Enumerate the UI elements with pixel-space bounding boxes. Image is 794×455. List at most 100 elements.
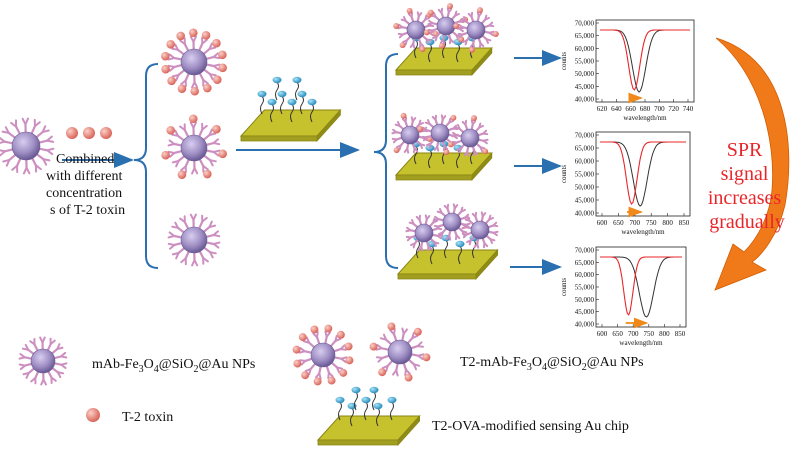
tnp-sub-2: 4 xyxy=(542,362,547,373)
bound-np-2b xyxy=(417,114,459,156)
particle-core xyxy=(11,131,41,161)
toxin-dot xyxy=(293,359,302,368)
x-tick-label: 620 xyxy=(597,105,608,113)
process-line-3: concentration xyxy=(46,186,122,201)
bound-np-3b xyxy=(433,203,471,241)
receptor xyxy=(292,76,302,84)
toxin-dot-2 xyxy=(83,127,95,139)
y-tick-label: 40,000 xyxy=(575,96,595,104)
receptor xyxy=(387,396,397,404)
receptor xyxy=(335,396,345,404)
toxin-dot xyxy=(298,333,307,342)
toxin-dot xyxy=(167,76,176,86)
toxin-dot xyxy=(393,147,400,154)
toxin-dot xyxy=(177,170,187,179)
y-tick-label: 40,000 xyxy=(575,210,595,218)
particle-core xyxy=(470,220,490,240)
toxin-dot xyxy=(419,46,426,53)
toxin-dot xyxy=(447,3,453,10)
x-tick-label: 600 xyxy=(597,219,608,227)
toxin-dot xyxy=(324,324,333,333)
toxin-dot xyxy=(177,84,187,93)
toxin-dot xyxy=(482,148,489,155)
toxin-dot xyxy=(176,31,185,41)
shifted-curve xyxy=(600,29,690,91)
toxin-dot xyxy=(201,31,211,40)
shifted-curve xyxy=(600,256,682,316)
toxin-dot xyxy=(422,353,431,362)
toxin-dot xyxy=(393,23,400,29)
x-tick-label: 640 xyxy=(611,105,622,113)
legend-toxin-nanoparticle-label: T2-mAb-Fe3O4@SiO2@Au NPs xyxy=(460,355,644,373)
toxin-dot xyxy=(447,141,454,148)
process-line-4: s of T-2 toxin xyxy=(50,203,125,218)
toxin-dot xyxy=(203,169,212,179)
toxin-dot xyxy=(400,112,407,119)
particle-core xyxy=(180,226,208,254)
legend-chip-icon xyxy=(316,386,421,447)
toxin-dot xyxy=(439,42,445,49)
legend-toxin-nanoparticle-icon-2 xyxy=(369,322,431,382)
receptor xyxy=(267,98,277,106)
tnp-part-3: @SiO xyxy=(547,355,582,370)
y-tick-label: 65,000 xyxy=(575,32,595,40)
toxin-dot-1 xyxy=(66,127,78,139)
spr-annotation: SPR signal increases gradually xyxy=(708,139,786,233)
y-tick-label: 65,000 xyxy=(575,145,595,153)
legend-nanoparticle-label: mAb-Fe3O4@SiO2@Au NPs xyxy=(92,357,255,375)
np-part-1: mAb-Fe xyxy=(92,357,139,372)
bound-np-2c xyxy=(447,115,489,157)
toxin-dot xyxy=(292,345,301,354)
np-sub-2: 4 xyxy=(154,364,159,375)
right-arrows xyxy=(510,50,562,275)
toxin-dot xyxy=(310,325,319,334)
nanoparticles xyxy=(0,3,499,422)
receptor xyxy=(272,76,282,84)
toxin-dot xyxy=(188,28,198,38)
spr-line-1: SPR xyxy=(727,139,763,161)
toxin-dot xyxy=(327,376,336,385)
toxin-dot xyxy=(399,42,406,49)
receptor xyxy=(277,90,287,98)
increase-arrow xyxy=(714,37,790,291)
particle-core xyxy=(406,20,426,40)
toxin-dot xyxy=(417,126,424,132)
legend-toxin-icon xyxy=(86,408,100,422)
y-tick-label: 45,000 xyxy=(575,197,595,205)
receptor xyxy=(351,386,361,394)
particle-core xyxy=(466,20,486,40)
tnp-sub-3: 2 xyxy=(582,362,587,373)
high-toxin-nanoparticle xyxy=(161,28,227,96)
toxin-dot xyxy=(218,50,227,60)
x-tick-label: 720 xyxy=(668,105,679,113)
toxin-dot xyxy=(213,75,222,84)
legend-toxin-nanoparticle-icon-1 xyxy=(292,324,354,386)
toxin-dot xyxy=(450,114,457,121)
x-tick-label: 700 xyxy=(630,219,641,227)
receptor xyxy=(369,386,379,394)
particle-core xyxy=(436,16,456,36)
particle-core xyxy=(30,348,56,374)
y-tick-label: 50,000 xyxy=(575,70,595,78)
legend-chip-label: T2-OVA-modified sensing Au chip xyxy=(432,419,629,434)
chip-high-toxin xyxy=(394,34,493,77)
process-line-2: with different xyxy=(46,169,122,184)
y-tick-label: 45,000 xyxy=(575,83,595,91)
receptor xyxy=(287,98,297,106)
receptor xyxy=(307,98,317,106)
particle-core xyxy=(400,125,420,145)
toxin-dot xyxy=(166,126,175,135)
toxin-dot xyxy=(313,377,322,386)
x-tick-label: 750 xyxy=(644,330,655,338)
toxin-dot xyxy=(378,368,387,377)
particle-core xyxy=(460,128,480,148)
spectrum-mid-toxin: 70,00065,00060,00055,00050,00045,00040,0… xyxy=(560,132,691,236)
toxin-dot xyxy=(203,83,212,93)
toxin-dot xyxy=(469,46,475,53)
toxin-dot xyxy=(161,150,170,160)
x-tick-label: 650 xyxy=(613,219,624,227)
x-tick-label: 800 xyxy=(662,219,673,227)
x-axis-label: wavelength/nm xyxy=(621,228,665,236)
